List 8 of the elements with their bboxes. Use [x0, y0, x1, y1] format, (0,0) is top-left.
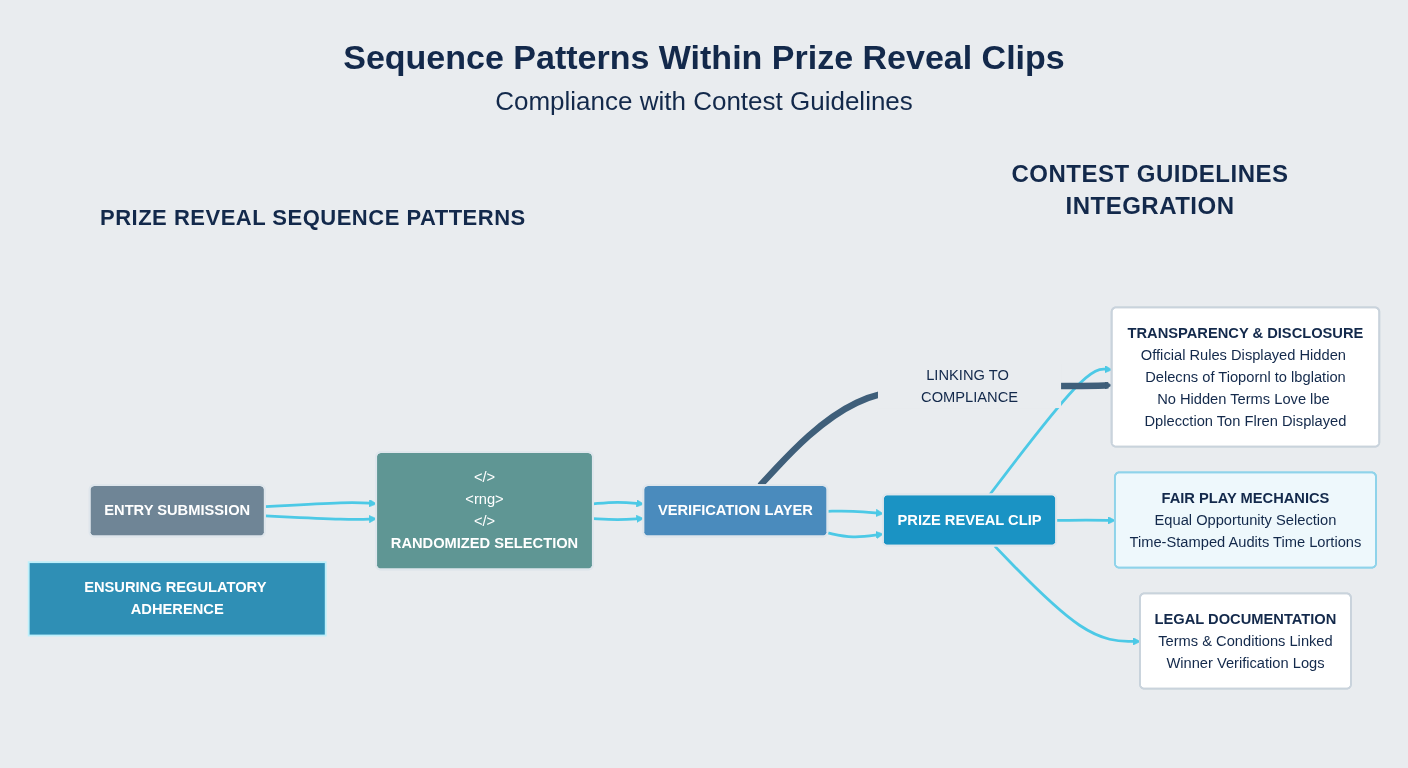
section-heading: CONTEST GUIDELINES INTEGRATION — [1011, 160, 1289, 219]
node-box: ENSURING REGULATORY ADHERENCE — [27, 560, 327, 636]
section-heading: PRIZE REVEAL SEQUENCE PATTERNS — [100, 205, 526, 230]
edge-label: LINKING TO COMPLIANCE — [921, 366, 1019, 404]
arrow — [265, 514, 377, 523]
subtitle: Compliance with Contest Guidelines — [495, 86, 913, 117]
title: Sequence Patterns Within Prize Reveal Clips — [343, 38, 1065, 77]
arrow — [265, 498, 377, 508]
